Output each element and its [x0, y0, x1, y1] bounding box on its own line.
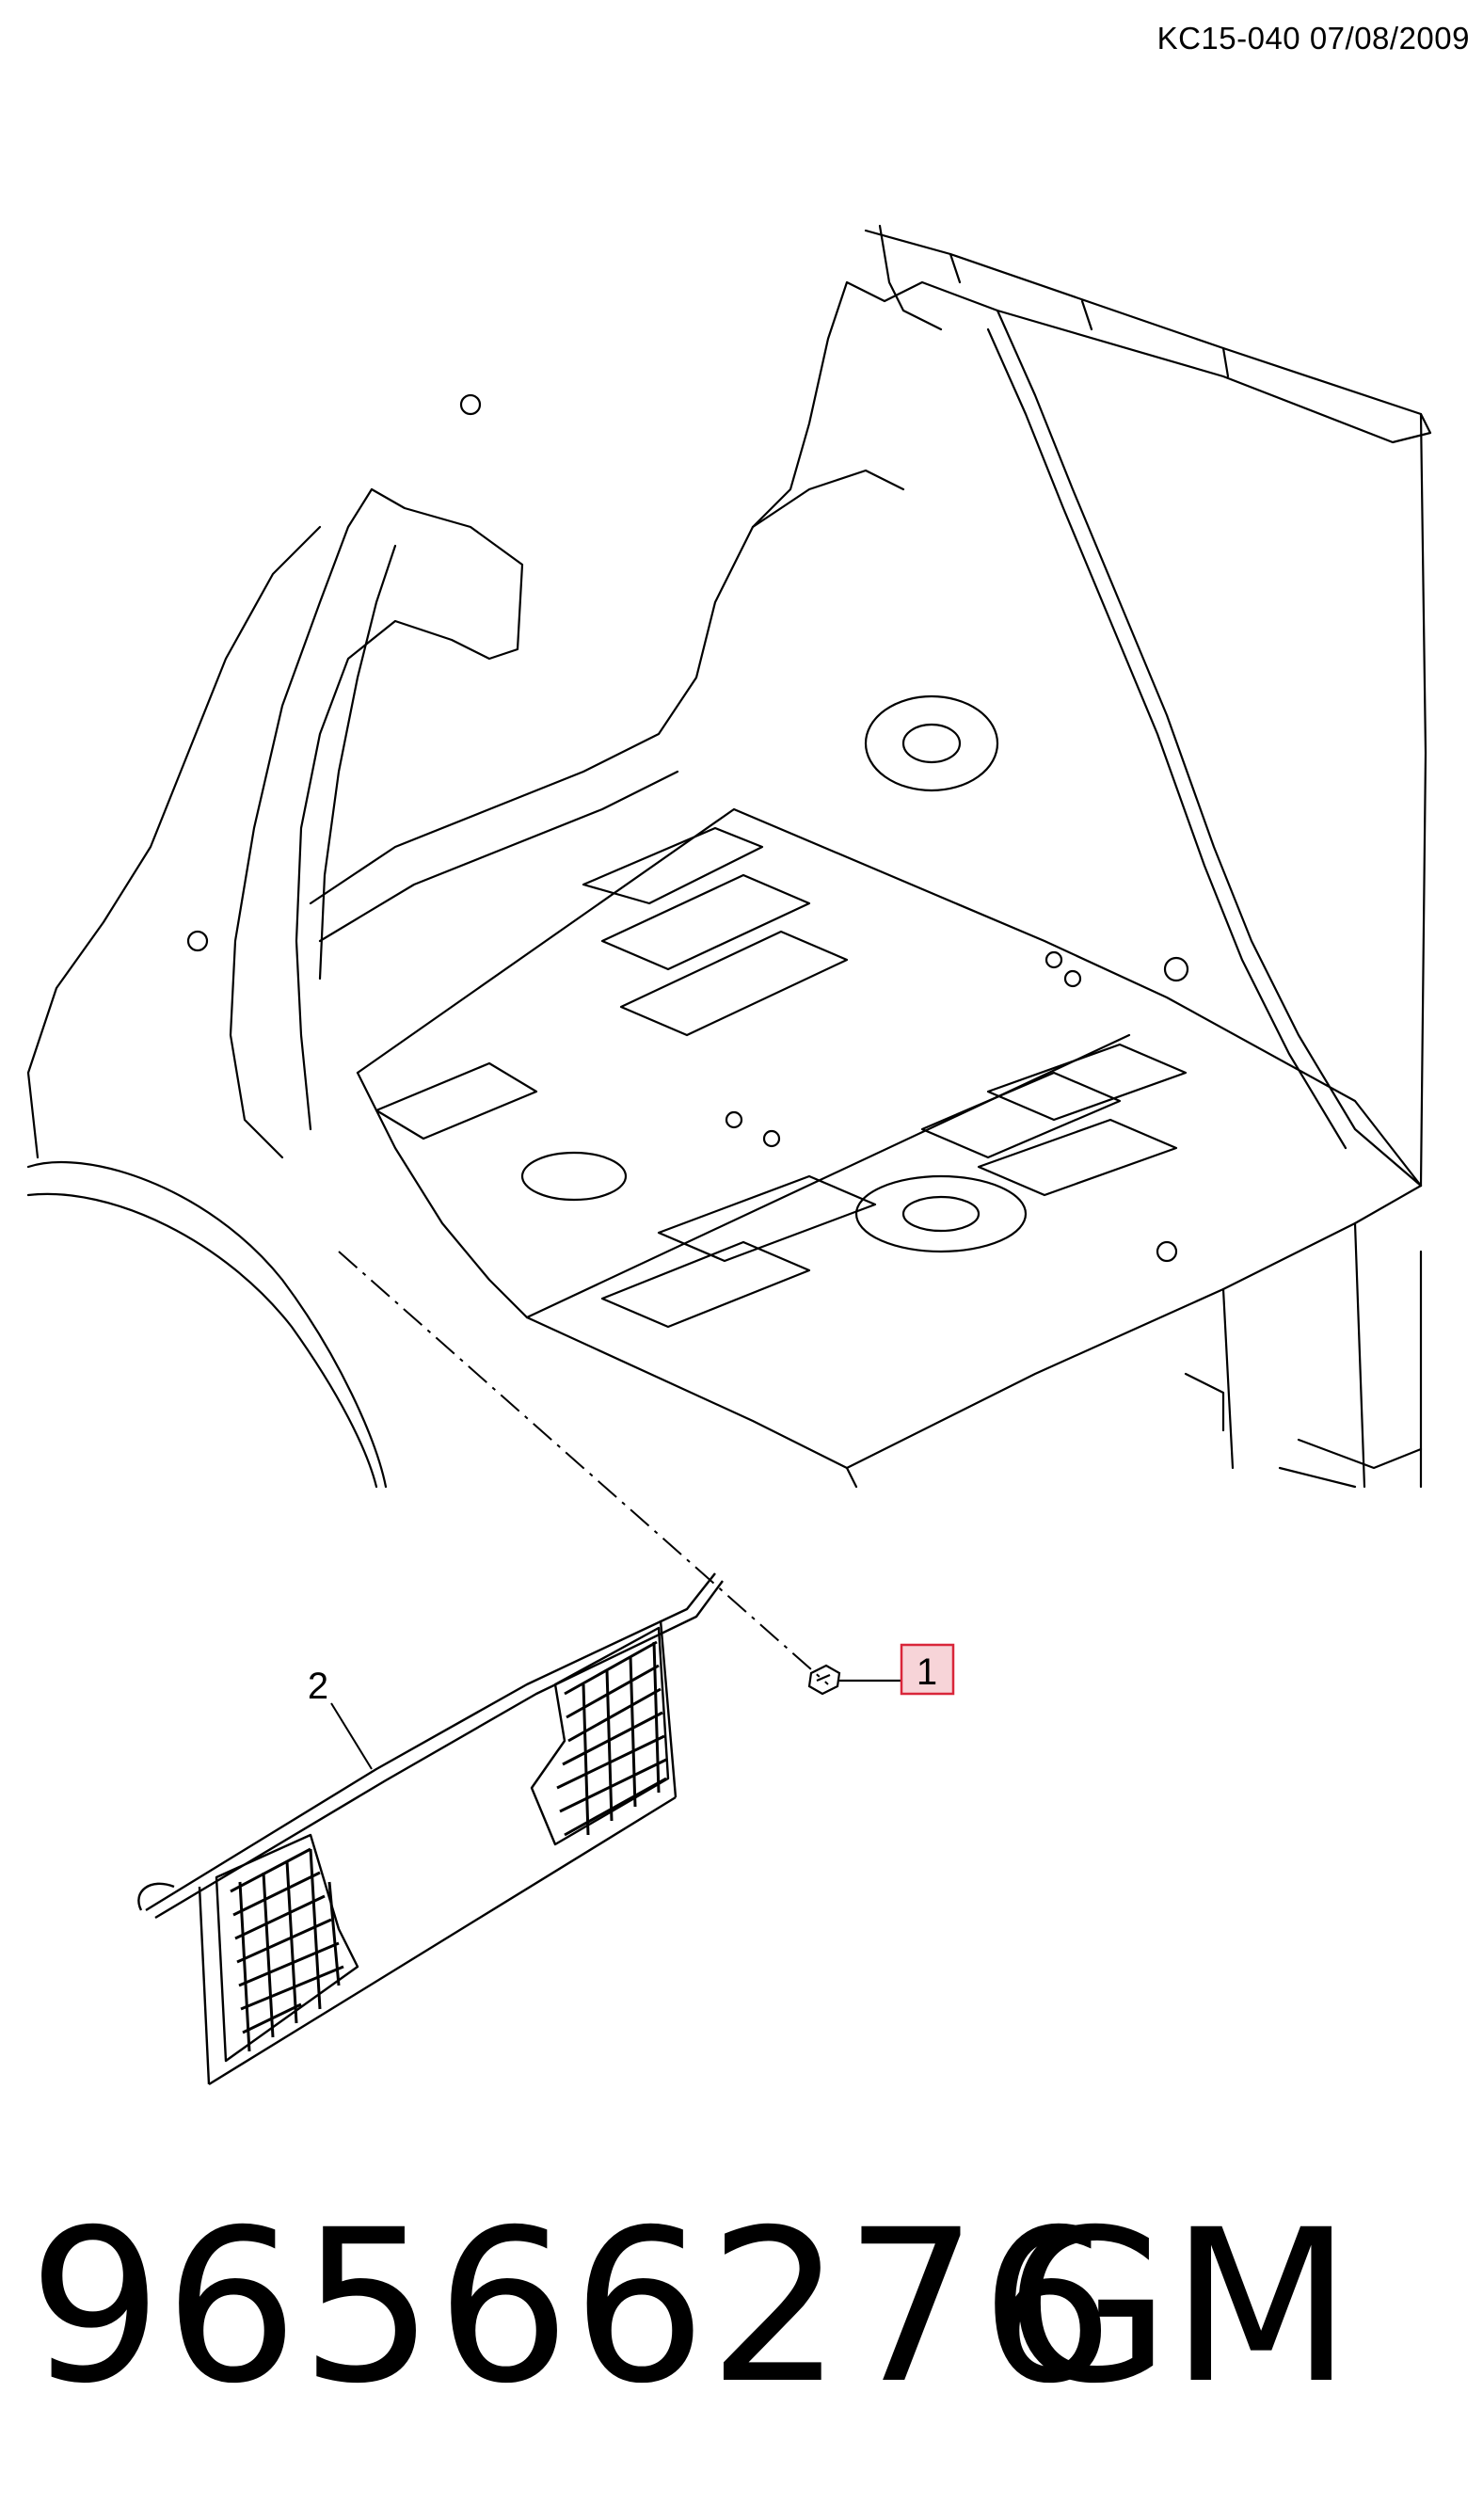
callout-2-leader [330, 1702, 373, 1770]
cargo-net [137, 1572, 724, 2086]
part-number: 96566276 [28, 2184, 1117, 2430]
drawing-reference: KC15-040 07/08/2009 [1156, 21, 1470, 56]
callout-1-label: 1 [917, 1651, 937, 1693]
callout-2-label: 2 [308, 1666, 328, 1707]
leader-line [338, 1251, 829, 1685]
brand-label: GM [1007, 2184, 1352, 2430]
clip-part [807, 1664, 908, 1696]
callout-1-box [900, 1643, 955, 1696]
vehicle-body-drawing [26, 224, 1432, 1489]
net-mesh [230, 1640, 667, 2052]
